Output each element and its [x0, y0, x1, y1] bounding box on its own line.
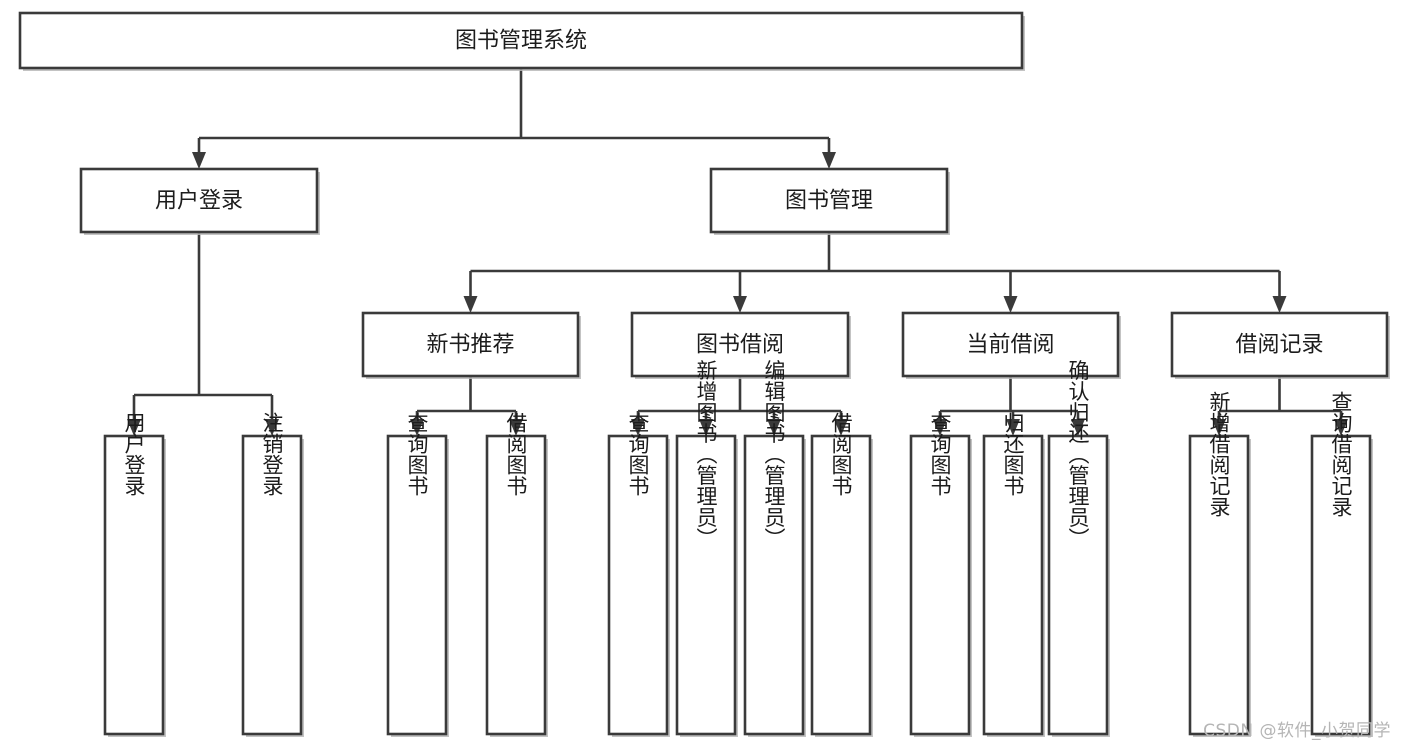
edge-当前借阅-to-查询图书-0-arrowhead — [933, 419, 947, 436]
node-label: 注销登录 — [260, 412, 284, 496]
box-outline — [386, 434, 448, 736]
edge-yonghudenglu-to-用户登录-0-arrowhead — [127, 419, 141, 436]
node-label: 查询借阅记录 — [1329, 391, 1353, 517]
box-outline — [901, 311, 1120, 378]
node-label: 新书推荐 — [426, 333, 514, 358]
box-outline — [675, 434, 737, 736]
box-outline — [241, 434, 303, 736]
node-leaf-注销登录-1[interactable]: 注销登录 — [241, 412, 304, 737]
node-leaf-查询图书-8[interactable]: 查询图书 — [909, 412, 972, 737]
node-label: 确认归还（管理员） — [1066, 360, 1090, 549]
node-leaf-新增图书管理员-5[interactable]: 新增图书（管理员） — [675, 360, 738, 738]
node-label: 归还图书 — [1001, 412, 1025, 496]
node-label: 查询图书 — [405, 412, 429, 496]
node-label: 图书管理系统 — [455, 29, 587, 54]
box-outline — [1188, 434, 1250, 736]
node-l3-借阅记录[interactable]: 借阅记录 — [1170, 311, 1390, 379]
edge-当前借阅-to-归还图书-1-arrowhead — [1006, 419, 1020, 436]
box-outline — [1047, 434, 1109, 736]
box-outline — [909, 434, 971, 736]
box-outline — [1170, 311, 1389, 378]
edge-yonghudenglu-to-注销登录-1-arrowhead — [265, 419, 279, 436]
edge-新书推荐-to-借阅图书-1-arrowhead — [509, 419, 523, 436]
edge-tushuguanli-to-新书推荐-0-arrowhead — [463, 296, 478, 313]
edge-当前借阅-to-确认归还管理员-2-arrowhead — [1071, 419, 1085, 436]
box-outline — [743, 434, 805, 736]
node-leaf-查询图书-4[interactable]: 查询图书 — [607, 412, 670, 737]
node-l2-用户登录[interactable]: 用户登录 — [79, 167, 320, 235]
node-label: 编辑图书（管理员） — [762, 360, 786, 549]
connectors-layer — [127, 68, 1348, 436]
node-l2-图书管理[interactable]: 图书管理 — [709, 167, 950, 235]
node-label: 用户登录 — [155, 189, 243, 214]
edge-root-to-图书管理-1-arrowhead — [822, 152, 836, 169]
box-outline — [630, 311, 850, 378]
box-outline — [607, 434, 669, 736]
node-label: 新增借阅记录 — [1207, 391, 1231, 517]
box-outline — [810, 434, 872, 736]
edge-图书借阅-to-查询图书-0-arrowhead — [631, 419, 645, 436]
edge-图书借阅-to-新增图书管理员-1-arrowhead — [699, 419, 713, 436]
node-leaf-借阅图书-3[interactable]: 借阅图书 — [485, 412, 548, 737]
box-outline — [709, 167, 949, 234]
node-leaf-查询借阅记录-12[interactable]: 查询借阅记录 — [1310, 391, 1373, 737]
box-outline — [982, 434, 1044, 736]
node-leaf-新增借阅记录-11[interactable]: 新增借阅记录 — [1188, 391, 1251, 737]
node-leaf-借阅图书-7[interactable]: 借阅图书 — [810, 412, 873, 737]
node-label: 图书借阅 — [696, 333, 784, 358]
node-boxes-layer: 图书管理系统用户登录图书管理新书推荐图书借阅当前借阅借阅记录用户登录注销登录查询… — [18, 11, 1390, 738]
node-label: 用户登录 — [122, 412, 146, 496]
edge-新书推荐-to-查询图书-0-arrowhead — [410, 419, 424, 436]
node-leaf-编辑图书管理员-6[interactable]: 编辑图书（管理员） — [743, 360, 806, 738]
box-outline — [79, 167, 319, 234]
edge-tushuguanli-to-图书借阅-1-arrowhead — [733, 296, 747, 313]
node-leaf-查询图书-2[interactable]: 查询图书 — [386, 412, 449, 737]
box-outline — [1310, 434, 1372, 736]
node-label: 借阅记录 — [1235, 333, 1323, 358]
node-l3-新书推荐[interactable]: 新书推荐 — [361, 311, 581, 379]
edge-图书借阅-to-借阅图书-3-arrowhead — [834, 419, 848, 436]
box-outline — [18, 11, 1024, 70]
node-label: 图书管理 — [785, 189, 873, 214]
edge-tushuguanli-to-当前借阅-2-arrowhead — [1003, 296, 1018, 313]
node-label: 借阅图书 — [829, 412, 853, 496]
node-leaf-用户登录-0[interactable]: 用户登录 — [103, 412, 166, 737]
edge-root-to-用户登录-0-arrowhead — [192, 152, 206, 169]
node-label: 借阅图书 — [504, 412, 528, 496]
node-l3-当前借阅[interactable]: 当前借阅 — [901, 311, 1121, 379]
node-label: 新增图书（管理员） — [694, 360, 718, 549]
box-outline — [103, 434, 165, 736]
node-root-图书管理系统[interactable]: 图书管理系统 — [18, 11, 1025, 71]
node-label: 查询图书 — [626, 412, 650, 496]
node-l3-图书借阅[interactable]: 图书借阅 — [630, 311, 851, 379]
edge-tushuguanli-to-借阅记录-3-arrowhead — [1272, 296, 1287, 313]
box-outline — [361, 311, 580, 378]
node-label: 查询图书 — [928, 412, 952, 496]
edge-借阅记录-to-新增借阅记录-0-arrowhead — [1212, 419, 1226, 436]
node-leaf-确认归还管理员-10[interactable]: 确认归还（管理员） — [1047, 360, 1110, 738]
box-outline — [485, 434, 547, 736]
node-label: 当前借阅 — [966, 333, 1054, 358]
node-leaf-归还图书-9[interactable]: 归还图书 — [982, 412, 1045, 737]
edge-图书借阅-to-编辑图书管理员-2-arrowhead — [767, 419, 781, 436]
edge-借阅记录-to-查询借阅记录-1-arrowhead — [1334, 419, 1348, 436]
